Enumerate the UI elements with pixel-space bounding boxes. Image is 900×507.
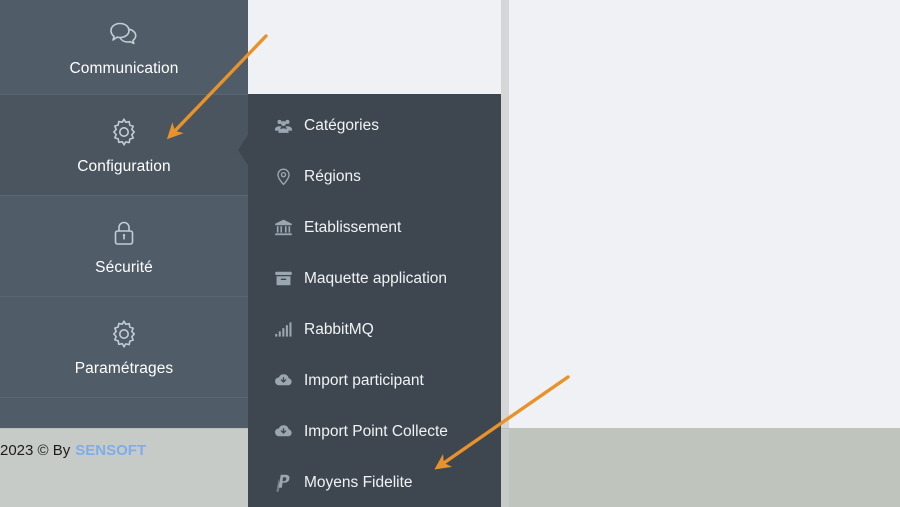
sidebar-item-label: Configuration [77,158,171,176]
sidebar-item-communication[interactable]: Communication [0,0,248,95]
submenu-item-maquette-application[interactable]: Maquette application [248,253,501,304]
footer-copyright: 2023 © By SENSOFT [0,439,260,461]
gear-icon [107,115,141,149]
submenu-item-rabbitmq[interactable]: RabbitMQ [248,304,501,355]
map-marker-icon [272,166,294,188]
submenu-item-label: Maquette application [304,269,448,287]
sidebar: Communication Configuration Sécurité [0,0,248,428]
cloud-download-icon [272,421,294,443]
bank-icon [272,217,294,239]
footer-brand: SENSOFT [75,441,147,459]
submenu-item-etablissement[interactable]: Etablissement [248,202,501,253]
content-scrollbar[interactable] [501,0,509,507]
cloud-download-icon [272,370,294,392]
submenu-item-moyens-fidelite[interactable]: Moyens Fidelite [248,457,501,507]
sidebar-item-configuration[interactable]: Configuration [0,95,248,196]
configuration-submenu: Catégories Régions [248,94,501,507]
submenu-notch [238,133,249,167]
sidebar-item-label: Paramétrages [74,360,174,378]
submenu-item-label: Moyens Fidelite [304,473,413,491]
submenu-item-label: Import participant [304,371,424,389]
submenu-item-label: RabbitMQ [304,320,374,338]
submenu-item-label: Régions [304,167,361,185]
submenu-item-import-participant[interactable]: Import participant [248,355,501,406]
submenu-item-label: Etablissement [304,218,402,236]
comments-icon [107,17,141,51]
sidebar-item-label: Communication [69,60,179,78]
lock-icon [107,216,141,250]
footer-copyright-text: 2023 © By [0,441,71,459]
content-bottom-band [509,428,900,507]
gear-icon [107,317,141,351]
users-icon [272,115,294,137]
submenu-item-import-point-collecte[interactable]: Import Point Collecte [248,406,501,457]
sidebar-item-label: Sécurité [95,259,153,277]
submenu-item-label: Import Point Collecte [304,422,448,440]
sidebar-item-parametrages[interactable]: Paramétrages [0,297,248,398]
signal-bars-icon [272,319,294,341]
paypal-p-icon [272,472,294,494]
submenu-item-categories[interactable]: Catégories [248,100,501,151]
archive-box-icon [272,268,294,290]
sidebar-item-securite[interactable]: Sécurité [0,196,248,297]
submenu-item-regions[interactable]: Régions [248,151,501,202]
submenu-item-label: Catégories [304,116,379,134]
